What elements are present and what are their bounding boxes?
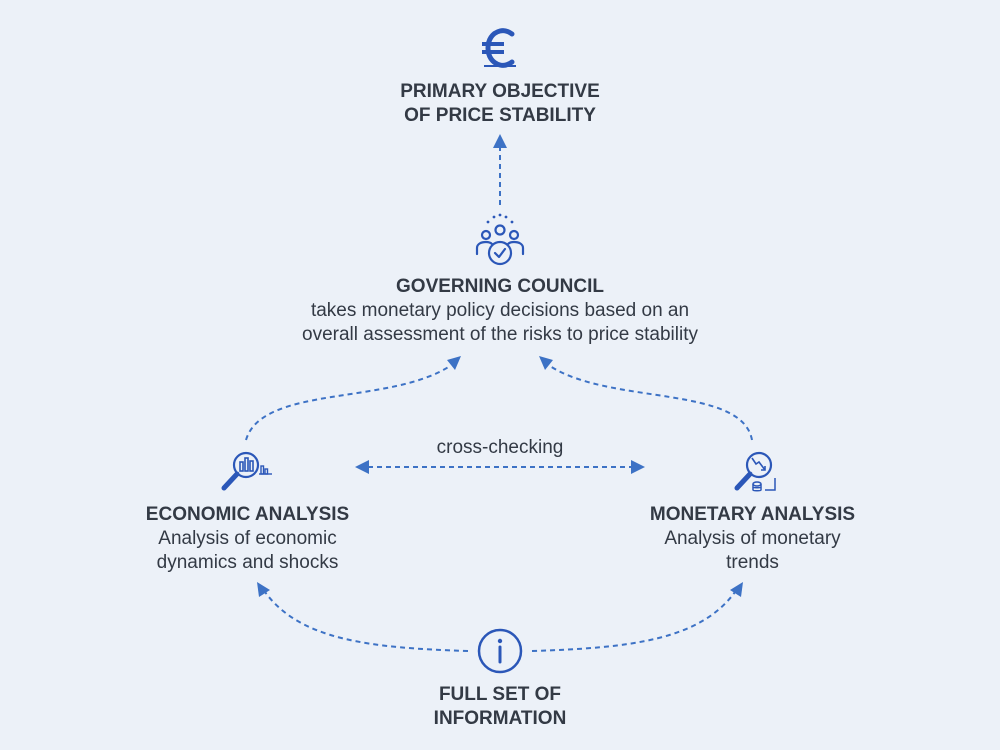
information-title-line1: FULL SET OF xyxy=(438,684,562,705)
monetary-block: MONETARY ANALYSIS Analysis of monetary t… xyxy=(625,503,880,575)
arrowhead-cross-left xyxy=(355,460,369,474)
economic-desc-line1: Analysis of economic xyxy=(158,528,337,549)
monetary-title: MONETARY ANALYSIS xyxy=(649,504,856,525)
arrowhead-economic xyxy=(257,582,270,597)
euro-icon xyxy=(482,28,516,68)
arrowhead-objective xyxy=(493,134,507,148)
economic-block: ECONOMIC ANALYSIS Analysis of economic d… xyxy=(120,503,375,575)
council-block: GOVERNING COUNCIL takes monetary policy … xyxy=(250,275,750,347)
council-title: GOVERNING COUNCIL xyxy=(396,276,604,297)
arrowhead-council-left xyxy=(447,356,461,370)
arrowhead-cross-right xyxy=(631,460,645,474)
information-block: FULL SET OF INFORMATION xyxy=(350,683,650,731)
connector-monetary-to-council xyxy=(549,365,753,441)
objective-block: PRIMARY OBJECTIVE OF PRICE STABILITY xyxy=(350,80,650,128)
people-group-icon xyxy=(475,213,525,266)
council-desc-line1: takes monetary policy decisions based on… xyxy=(310,300,690,321)
arrowhead-council-right xyxy=(539,356,553,370)
cross-checking-label: cross-checking xyxy=(436,437,564,458)
monetary-desc-line1: Analysis of monetary xyxy=(664,528,841,549)
magnifier-trend-coins-icon xyxy=(734,451,776,492)
economic-title: ECONOMIC ANALYSIS xyxy=(145,504,350,525)
information-title-line2: INFORMATION xyxy=(433,708,567,729)
monetary-desc-line2: trends xyxy=(726,552,779,573)
magnifier-bar-chart-icon xyxy=(221,451,272,491)
connector-economic-to-council xyxy=(245,365,451,441)
council-desc-line2: overall assessment of the risks to price… xyxy=(302,324,698,345)
objective-title-line1: PRIMARY OBJECTIVE xyxy=(400,81,600,102)
objective-title-line2: OF PRICE STABILITY xyxy=(404,105,596,126)
arrowhead-monetary xyxy=(730,582,743,597)
connector-info-to-monetary xyxy=(531,591,736,652)
connector-info-to-economic xyxy=(264,591,469,652)
economic-desc-line2: dynamics and shocks xyxy=(156,552,339,573)
info-icon xyxy=(477,628,523,674)
